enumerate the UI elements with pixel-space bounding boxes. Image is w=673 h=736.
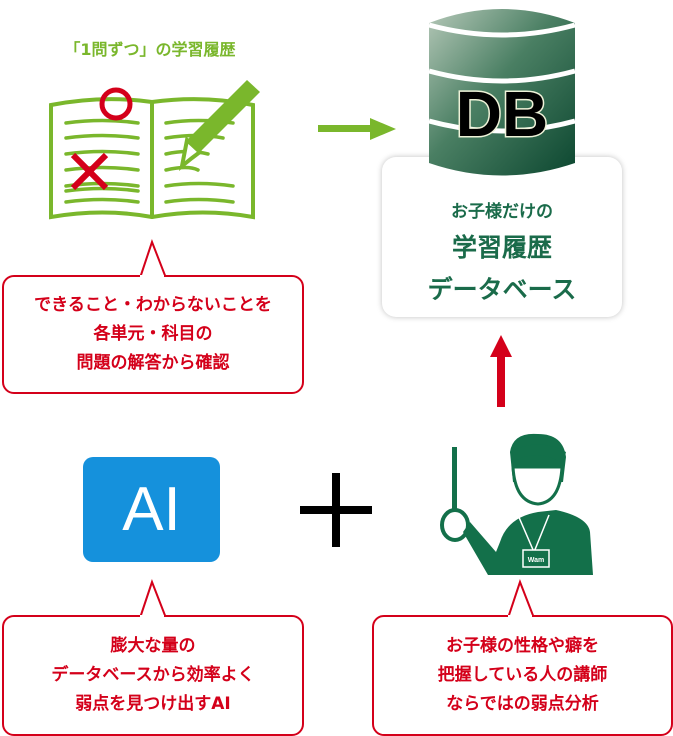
ai-icon: AI	[83, 457, 220, 562]
callout-tail	[139, 239, 167, 279]
callout-line: 把握している人の講師	[437, 665, 608, 685]
callout-ai: 膨大な量の データベースから効率よく 弱点を見つけ出すAI	[2, 615, 304, 736]
db-label: DB	[456, 78, 548, 150]
callout-line: ならではの弱点分析	[446, 694, 599, 714]
teacher-icon: Wam	[440, 433, 593, 575]
callout-line: お子様の性格や癖を	[446, 636, 599, 656]
database-line1: お子様だけの	[451, 202, 553, 222]
arrow-up-icon	[490, 335, 512, 407]
notebook-icon	[49, 80, 260, 220]
database-icon: DB	[428, 9, 576, 176]
callout-line: 弱点を見つけ出すAI	[75, 694, 231, 714]
plus-icon	[300, 473, 372, 547]
database-line2: 学習履歴	[451, 233, 552, 262]
callout-history: できること・わからないことを 各単元・科目の 問題の解答から確認	[2, 275, 304, 394]
callout-teacher: お子様の性格や癖を 把握している人の講師 ならではの弱点分析	[372, 615, 673, 736]
callout-tail	[139, 579, 167, 619]
callout-line: 問題の解答から確認	[76, 353, 230, 373]
arrow-right-icon	[318, 118, 396, 140]
callout-line: 各単元・科目の	[93, 324, 213, 344]
cross-mark-icon	[70, 152, 109, 191]
callout-line: できること・わからないことを	[34, 295, 272, 315]
history-title: 「1問ずつ」の学習履歴	[64, 40, 236, 59]
callout-line: データベースから効率よく	[51, 665, 255, 685]
database-line3: データベース	[427, 275, 577, 304]
database-box: お子様だけの 学習履歴 データベース	[382, 157, 622, 317]
callout-line: 膨大な量の	[110, 636, 196, 656]
badge-label: Wam	[528, 557, 544, 564]
pencil-icon	[179, 80, 260, 171]
circle-mark-icon	[99, 87, 133, 121]
callout-tail	[507, 579, 535, 619]
